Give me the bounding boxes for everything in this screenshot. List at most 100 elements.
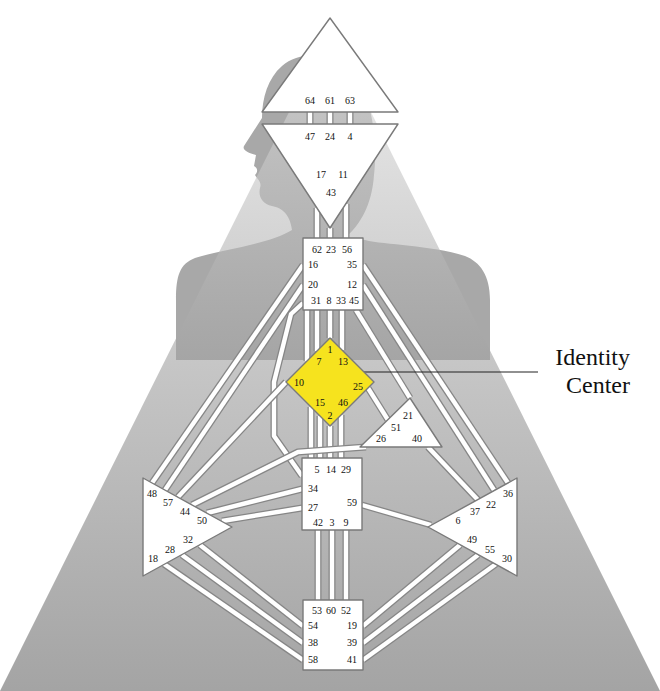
- center-shape: [262, 124, 398, 228]
- center-shape: [303, 600, 363, 670]
- channel: [363, 265, 508, 483]
- channel-core: [363, 564, 496, 660]
- gate-number: 9: [344, 518, 349, 528]
- channel-core: [164, 564, 303, 660]
- channel-outline: [363, 285, 494, 490]
- energy-center: 514293459274239: [302, 458, 362, 530]
- gate-number: 56: [342, 245, 352, 255]
- gate-number: 40: [412, 434, 422, 444]
- channel-outline: [362, 505, 431, 525]
- channel: [330, 228, 331, 238]
- gate-number: 23: [326, 245, 336, 255]
- gate-number: 15: [315, 398, 325, 408]
- channel-outline: [363, 564, 496, 660]
- gate-number: 43: [326, 188, 336, 198]
- channel-core: [152, 265, 303, 483]
- channel-core: [328, 310, 332, 338]
- channel: [178, 382, 286, 497]
- gate-number: 44: [180, 507, 190, 517]
- gate-number: 2: [328, 411, 333, 421]
- channel-outline: [343, 204, 350, 238]
- channel: [363, 285, 494, 490]
- gate-number: 4: [348, 132, 353, 142]
- gate-number: 25: [353, 382, 363, 392]
- channel: [332, 530, 333, 600]
- gate-number: 28: [165, 545, 175, 555]
- energy-center: 47244171143: [262, 124, 398, 228]
- channel: [362, 505, 431, 525]
- channel-outline: [164, 564, 303, 660]
- channel-core: [340, 310, 344, 350]
- gate-number: 8: [327, 296, 332, 306]
- channel-outline: [363, 555, 478, 643]
- center-shape: [302, 458, 362, 530]
- gate-number: 50: [197, 516, 207, 526]
- channel-outline: [182, 555, 303, 643]
- channel-core: [363, 545, 460, 626]
- gate-number: 53: [312, 606, 322, 616]
- channel-outline: [368, 388, 388, 420]
- gate-number: 62: [312, 245, 322, 255]
- gate-number: 39: [347, 638, 357, 648]
- gate-number: 17: [316, 170, 326, 180]
- channel: [363, 545, 460, 626]
- channel-outline: [152, 265, 303, 483]
- channel: [317, 208, 318, 238]
- energy-center: 3622376495530: [428, 478, 517, 576]
- channel-core: [330, 530, 334, 600]
- channel-core: [200, 545, 303, 626]
- channel-outline: [314, 310, 321, 351]
- gate-number: 27: [308, 503, 318, 513]
- gate-number: 3: [330, 518, 335, 528]
- channel: [164, 564, 303, 660]
- channel-core: [363, 555, 478, 643]
- gate-number: 47: [305, 132, 315, 142]
- channel-core: [363, 285, 494, 490]
- gate-number: 58: [308, 655, 318, 665]
- gate-number: 55: [485, 545, 495, 555]
- gate-number: 41: [347, 655, 357, 665]
- gate-number: 36: [503, 489, 513, 499]
- channel-outline: [304, 310, 311, 361]
- channel-outline: [329, 530, 336, 600]
- gate-number: 57: [163, 498, 173, 508]
- channel: [182, 555, 303, 643]
- channel: [200, 545, 303, 626]
- channel-core: [328, 112, 332, 124]
- gate-number: 60: [326, 606, 336, 616]
- gate-number: 24: [325, 132, 335, 142]
- channel: [363, 564, 496, 660]
- energy-center: 646163: [262, 18, 398, 112]
- gate-number: 20: [308, 280, 318, 290]
- channel-outline: [327, 310, 334, 338]
- gate-number: 26: [376, 434, 386, 444]
- channel-outline: [327, 112, 334, 124]
- gate-number: 35: [347, 260, 357, 270]
- gate-number: 37: [470, 507, 480, 517]
- gate-number: 1: [328, 345, 333, 355]
- center-shape: [428, 478, 517, 576]
- center-shape: [286, 338, 374, 426]
- gate-number: 54: [308, 621, 318, 631]
- channel: [368, 388, 388, 420]
- channel: [342, 310, 343, 350]
- energy-center: 622356163520123183345: [303, 238, 363, 310]
- channel-outline: [200, 545, 303, 626]
- gate-number: 22: [486, 500, 496, 510]
- channel-core: [363, 265, 508, 483]
- channel: [346, 530, 347, 600]
- channel-core: [308, 112, 312, 124]
- center-shape: [360, 398, 442, 447]
- gate-number: 38: [308, 638, 318, 648]
- gate-number: 48: [147, 489, 157, 499]
- gate-number: 59: [347, 498, 357, 508]
- gate-number: 42: [313, 518, 323, 528]
- gate-number: 34: [308, 484, 318, 494]
- channel-core: [222, 508, 302, 521]
- gate-number: 46: [338, 398, 348, 408]
- energy-center: 536052541938395841: [303, 600, 363, 670]
- channel: [346, 204, 347, 238]
- gate-number: 45: [349, 296, 359, 306]
- gate-number: 31: [311, 296, 321, 306]
- channel-core: [328, 228, 332, 238]
